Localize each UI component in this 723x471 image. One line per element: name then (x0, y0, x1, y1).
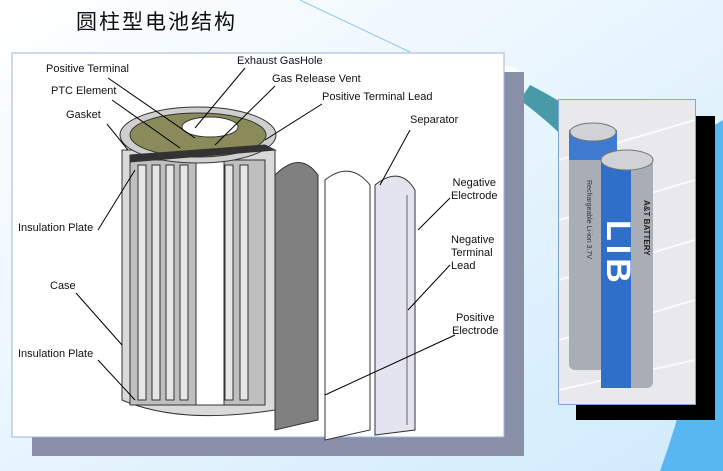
label-positive-electrode: Positive Electrode (452, 312, 498, 338)
label-exhaust-gas-hole: Exhaust GasHole (237, 55, 323, 67)
battery-cutaway (119, 106, 416, 441)
battery-logo: LIB (599, 220, 637, 287)
label-line: Lead (451, 260, 476, 272)
label-negative-electrode: Negative Electrode (451, 177, 497, 203)
label-line: Negative (451, 234, 495, 246)
label-line: Electrode (452, 325, 499, 337)
label-line: Electrode (451, 190, 498, 202)
label-gas-release-vent: Gas Release Vent (272, 73, 361, 85)
battery-spec: Rechargeable Li-ion 3.7V (585, 180, 592, 259)
label-line: Positive (455, 312, 495, 324)
label-positive-terminal-lead: Positive Terminal Lead (322, 91, 433, 103)
leader-lines (75, 67, 456, 401)
label-gasket: Gasket (66, 109, 101, 121)
battery-brand: A&T BATTERY (642, 200, 651, 256)
battery-illustration (559, 119, 695, 391)
label-positive-terminal: Positive Terminal (46, 63, 129, 75)
label-separator: Separator (410, 114, 459, 126)
label-case: Case (50, 280, 76, 292)
battery-photo: LIB A&T BATTERY Rechargeable Li-ion 3.7V (558, 99, 696, 405)
label-line: Terminal (451, 247, 493, 259)
label-line: Negative (452, 177, 496, 189)
label-negative-terminal-lead: Negative Terminal Lead (451, 234, 494, 273)
label-insulation-plate-top: Insulation Plate (18, 222, 94, 234)
slide-title: 圆柱型电池结构 (76, 10, 237, 34)
label-insulation-plate-bottom: Insulation Plate (18, 348, 94, 360)
label-ptc-element: PTC Element (51, 85, 117, 97)
